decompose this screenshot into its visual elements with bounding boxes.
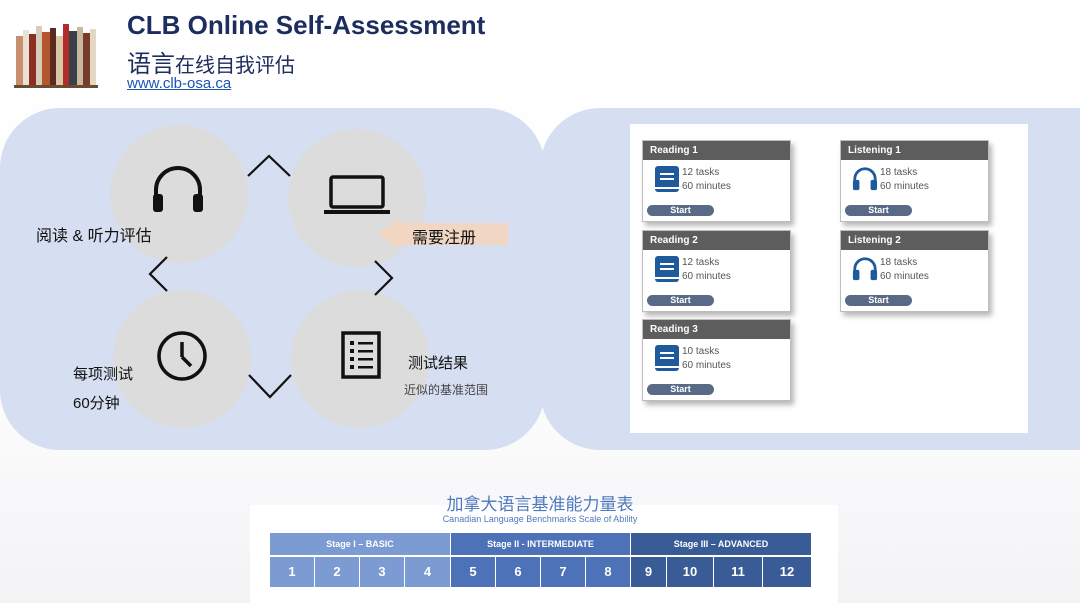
app-subtitle-zh: 语言在线自我评估 [127, 51, 295, 78]
level-cell: 1 [270, 557, 314, 587]
headphones-icon [852, 257, 878, 281]
card-minutes: 60 minutes [682, 271, 731, 282]
card-title: Listening 2 [841, 231, 988, 250]
results-label: 测试结果 [408, 355, 469, 372]
card-minutes: 60 minutes [682, 360, 731, 371]
level-cell: 4 [405, 557, 450, 587]
card-tasks: 10 tasks [682, 346, 720, 357]
card-minutes: 60 minutes [880, 271, 929, 282]
level-cell: 10 [667, 557, 713, 587]
clb-scale: Stage I – BASIC Stage II - INTERMEDIATE … [270, 533, 811, 587]
scale-title-zh: 加拿大语言基准能力量表 [446, 495, 634, 514]
start-button[interactable]: Start [845, 205, 912, 216]
card-title: Reading 1 [643, 141, 790, 160]
test-card-reading-1: Reading 1 12 tasks 60 minutes Start [642, 140, 791, 222]
card-tasks: 18 tasks [880, 167, 918, 178]
chevron-down-icon [248, 374, 292, 399]
card-title: Listening 1 [841, 141, 988, 160]
chevron-up-icon [247, 154, 291, 177]
level-cell: 9 [631, 557, 666, 587]
checklist-icon [341, 331, 381, 379]
registration-arrow-icon [378, 219, 508, 249]
book-icon [655, 256, 679, 282]
start-button[interactable]: Start [647, 384, 714, 395]
level-cell: 11 [714, 557, 762, 587]
card-title: Reading 2 [643, 231, 790, 250]
test-card-reading-3: Reading 3 10 tasks 60 minutes Start [642, 319, 791, 401]
test-card-reading-2: Reading 2 12 tasks 60 minutes Start [642, 230, 791, 312]
card-minutes: 60 minutes [682, 181, 731, 192]
card-title: Reading 3 [643, 320, 790, 339]
book-icon [655, 166, 679, 192]
website-link[interactable]: www.clb-osa.ca [127, 75, 232, 92]
chevron-right-icon [374, 260, 394, 296]
stage-advanced: Stage III – ADVANCED [631, 533, 811, 555]
reading-listening-label: 阅读 & 听力评估 [36, 228, 152, 245]
stage-intermediate: Stage II - INTERMEDIATE [451, 533, 630, 555]
per-test-label: 每项测试 [73, 366, 134, 383]
card-tasks: 12 tasks [682, 257, 720, 268]
clock-icon [157, 331, 207, 381]
card-tasks: 12 tasks [682, 167, 720, 178]
stage-basic: Stage I – BASIC [270, 533, 450, 555]
results-sub-label: 近似的基准范围 [404, 383, 489, 397]
test-list-window: Reading 1 12 tasks 60 minutes Start Read… [630, 124, 1028, 433]
level-cell: 12 [763, 557, 811, 587]
duration-label: 60分钟 [73, 395, 120, 412]
test-card-listening-2: Listening 2 18 tasks 60 minutes Start [840, 230, 989, 312]
card-tasks: 18 tasks [880, 257, 918, 268]
test-card-listening-1: Listening 1 18 tasks 60 minutes Start [840, 140, 989, 222]
book-icon [655, 345, 679, 371]
level-cell: 8 [586, 557, 630, 587]
registration-label: 需要注册 [412, 230, 477, 247]
start-button[interactable]: Start [647, 295, 714, 306]
app-title: CLB Online Self-Assessment [127, 10, 486, 40]
level-cell: 5 [451, 557, 495, 587]
level-cell: 6 [496, 557, 540, 587]
headphones-icon [153, 166, 203, 212]
level-cell: 3 [360, 557, 404, 587]
start-button[interactable]: Start [647, 205, 714, 216]
listening-circle [110, 125, 248, 263]
level-cell: 2 [315, 557, 359, 587]
card-minutes: 60 minutes [880, 181, 929, 192]
chevron-left-icon [148, 256, 168, 292]
books-logo-icon [14, 24, 98, 88]
features-panel: 阅读 & 听力评估 每项测试 60分钟 测试结果 近似的基准范围 [0, 108, 545, 450]
level-cell: 7 [541, 557, 585, 587]
scale-title-en: Canadian Language Benchmarks Scale of Ab… [442, 514, 638, 524]
start-button[interactable]: Start [845, 295, 912, 306]
laptop-icon [324, 175, 390, 214]
headphones-icon [852, 167, 878, 191]
